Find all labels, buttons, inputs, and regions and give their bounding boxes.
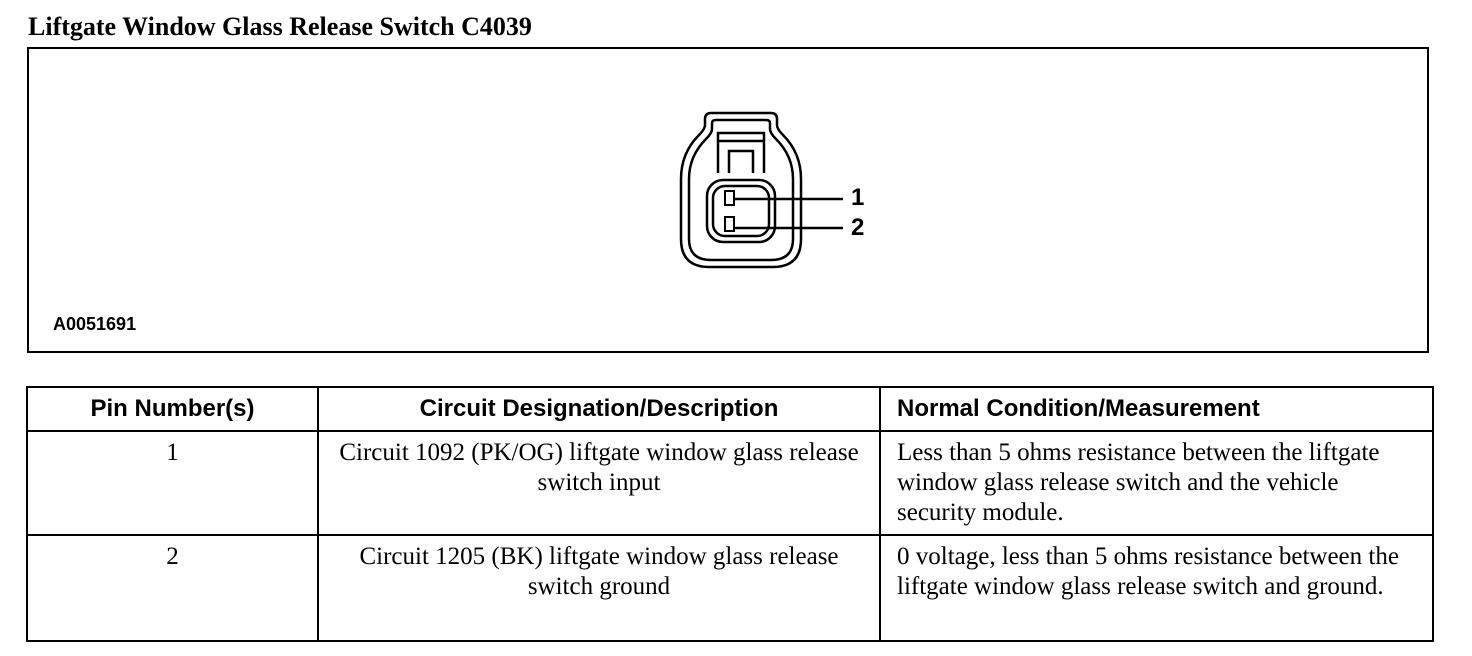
figure-id: A0051691 — [53, 314, 137, 334]
cell-circuit: Circuit 1205 (BK) liftgate window glass … — [317, 534, 881, 642]
cell-pin-number: 1 — [26, 430, 319, 536]
pin-1-label: 1 — [851, 184, 865, 211]
cell-pin-number: 2 — [26, 534, 319, 642]
header-measurement: Normal Condition/Measurement — [879, 386, 1434, 432]
cell-circuit: Circuit 1092 (PK/OG) liftgate window gla… — [317, 430, 881, 536]
table-row: 1 Circuit 1092 (PK/OG) liftgate window g… — [26, 430, 1434, 536]
pin-table: Pin Number(s) Circuit Designation/Descri… — [26, 386, 1434, 642]
connector-face-icon — [679, 111, 843, 269]
cell-measurement: 0 voltage, less than 5 ohms resistance b… — [879, 534, 1434, 642]
pin-leader-lines — [734, 197, 843, 230]
header-pin-number: Pin Number(s) — [26, 386, 319, 432]
pin-terminals — [724, 190, 735, 232]
pin-2-terminal — [724, 216, 735, 232]
header-circuit: Circuit Designation/Description — [317, 386, 881, 432]
pin-1-terminal — [724, 190, 735, 206]
document-title: Liftgate Window Glass Release Switch C40… — [28, 12, 532, 41]
table-row: 2 Circuit 1205 (BK) liftgate window glas… — [26, 534, 1434, 642]
pin-2-label: 2 — [851, 214, 865, 241]
connector-figure: 1 2 A0051691 — [27, 47, 1429, 353]
connector-housing — [679, 111, 803, 269]
cell-measurement: Less than 5 ohms resistance between the … — [879, 430, 1434, 536]
table-header-row: Pin Number(s) Circuit Designation/Descri… — [26, 386, 1434, 432]
